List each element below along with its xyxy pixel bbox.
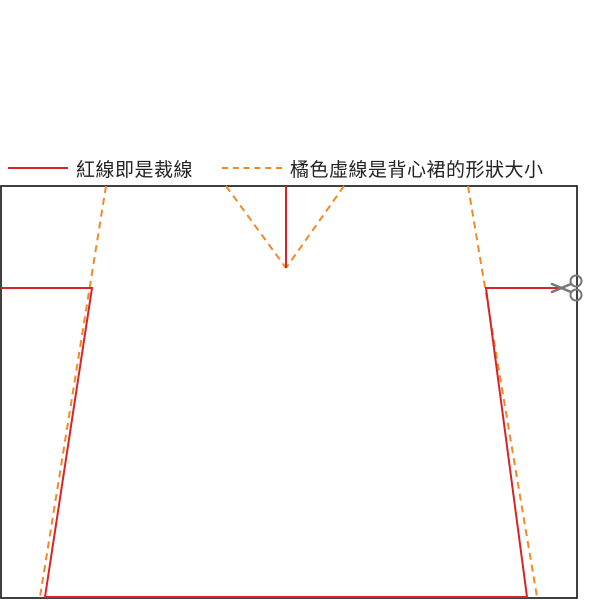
legend-item-cut-line: 紅線即是裁線 [8,151,193,185]
body-cut-outline [1,287,560,598]
cut-line-swatch [8,167,68,169]
scissors-icon [550,274,583,302]
dress-shape-outline [39,185,538,598]
cut-line-label: 紅線即是裁線 [76,158,194,181]
legend: 紅線即是裁線 橘色虛線是背心裙的形狀大小 [0,151,595,185]
shape-line-label: 橘色虛線是背心裙的形狀大小 [290,158,544,181]
dress-left-side-dashed [39,185,107,598]
fabric-frame [0,185,578,599]
neckline-right-dashed [285,185,345,269]
legend-item-shape-line: 橘色虛線是背心裙的形狀大小 [222,151,544,185]
dress-right-side-dashed [467,185,538,598]
neckline-left-dashed [225,185,287,269]
shape-line-swatch [222,167,282,169]
cut-lines [1,186,560,598]
